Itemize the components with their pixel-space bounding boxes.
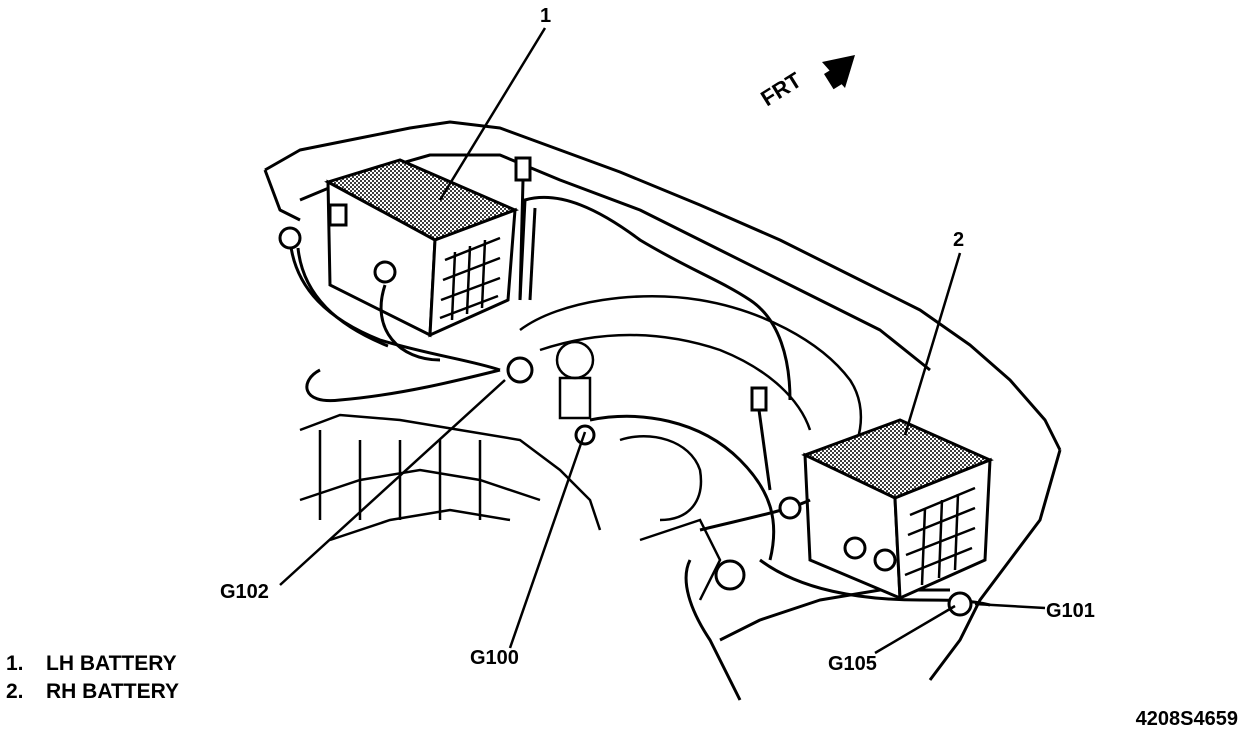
leader-lines [279,27,1046,655]
legend: 1. LH BATTERY 2. RH BATTERY [6,650,179,706]
battery-cables [288,195,991,701]
ground-g102-label: G102 [220,581,269,603]
terminal-clamps [278,226,973,617]
ground-g105-label: G105 [828,653,877,675]
hold-down-bolts [514,156,772,491]
front-direction-arrow-icon [822,55,855,90]
lh-battery-callout: 1 [540,5,552,27]
legend-number: 1. [6,652,24,675]
legend-number: 2. [6,680,24,703]
rh-battery-callout: 2 [953,229,965,251]
legend-item: 2. RH BATTERY [6,678,179,706]
lh-battery [324,158,519,338]
rh-battery [801,418,994,601]
ground-g100-label: G100 [470,647,519,669]
legend-text: LH BATTERY [46,652,177,675]
legend-text: RH BATTERY [46,680,179,703]
legend-item: 1. LH BATTERY [6,650,179,678]
figure-id: 4208S4659 [1135,708,1238,730]
ground-g101-label: G101 [1046,600,1095,622]
